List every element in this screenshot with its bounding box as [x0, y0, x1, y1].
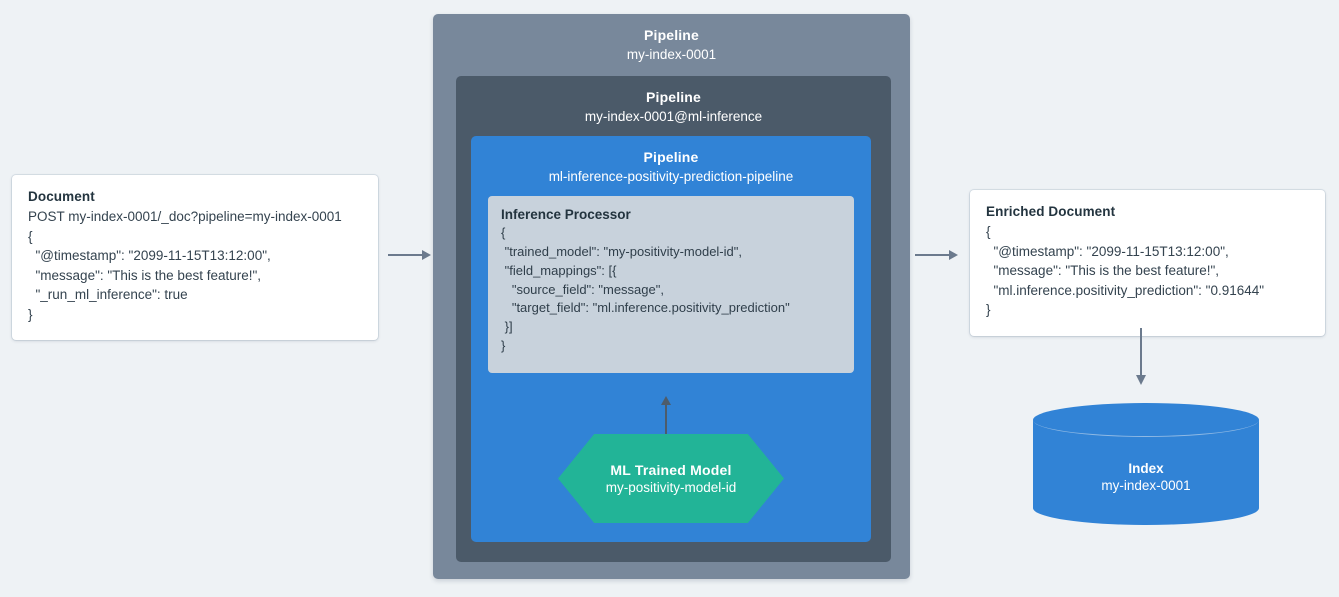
pipeline-outer: Pipeline my-index-0001 Pipeline my-index…	[433, 14, 910, 579]
pipeline-middle: Pipeline my-index-0001@ml-inference Pipe…	[456, 76, 891, 562]
arrow-right-icon	[915, 248, 959, 267]
document-line: "message": "This is the best feature!",	[28, 267, 262, 283]
arrow-up-icon	[659, 396, 673, 443]
document-card-input-title: Document	[28, 189, 95, 204]
processor-line: }]	[501, 319, 513, 335]
pipeline-outer-header: Pipeline my-index-0001	[433, 14, 910, 66]
document-line: "@timestamp": "2099-11-15T13:12:00",	[28, 248, 271, 264]
arrow-right-icon	[388, 248, 432, 267]
enriched-line: "message": "This is the best feature!",	[986, 263, 1220, 279]
document-card-enriched-title: Enriched Document	[986, 204, 1116, 219]
inference-processor-box: Inference Processor { "trained_model": "…	[488, 196, 854, 373]
processor-line: {	[501, 225, 506, 240]
pipeline-middle-header: Pipeline my-index-0001@ml-inference	[456, 76, 891, 128]
document-card-input: Document POST my-index-0001/_doc?pipelin…	[12, 175, 378, 341]
ml-trained-model-name: my-positivity-model-id	[605, 480, 737, 495]
enriched-line: {	[986, 224, 991, 239]
enriched-line: "ml.inference.positivity_prediction": "0…	[986, 282, 1265, 298]
document-card-enriched: Enriched Document { "@timestamp": "2099-…	[970, 190, 1325, 336]
pipeline-outer-kind: Pipeline	[644, 27, 699, 43]
processor-line: "trained_model": "my-positivity-model-id…	[501, 243, 742, 259]
document-line: {	[28, 228, 33, 244]
processor-line: "field_mappings": [{	[501, 262, 617, 278]
pipeline-middle-name: my-index-0001@ml-inference	[584, 109, 763, 125]
pipeline-inner-kind: Pipeline	[643, 149, 699, 165]
arrow-down-icon	[1134, 328, 1148, 390]
enriched-line: }	[986, 302, 991, 318]
pipeline-inner-header: Pipeline ml-inference-positivity-predict…	[471, 136, 871, 188]
pipeline-middle-kind: Pipeline	[646, 89, 701, 105]
pipeline-outer-name: my-index-0001	[626, 47, 717, 63]
document-line: POST my-index-0001/_doc?pipeline=my-inde…	[28, 209, 342, 224]
cylinder-top-ellipse	[1033, 403, 1259, 437]
processor-line: }	[501, 338, 506, 354]
index-cylinder: Index my-index-0001	[1033, 403, 1259, 525]
index-name: my-index-0001	[1101, 478, 1191, 493]
index-label: Index my-index-0001	[1033, 461, 1259, 493]
processor-line: "source_field": "message",	[501, 281, 664, 297]
pipeline-inner-name: ml-inference-positivity-prediction-pipel…	[548, 169, 794, 185]
document-line: }	[28, 306, 33, 322]
ml-trained-model-hexagon: ML Trained Model my-positivity-model-id	[558, 434, 784, 523]
processor-line: "target_field": "ml.inference.positivity…	[501, 300, 790, 316]
ml-trained-model-kind: ML Trained Model	[610, 462, 732, 478]
document-line: "_run_ml_inference": true	[28, 287, 188, 303]
enriched-line: "@timestamp": "2099-11-15T13:12:00",	[986, 243, 1229, 259]
inference-processor-title: Inference Processor	[501, 207, 631, 222]
index-kind: Index	[1128, 461, 1164, 476]
